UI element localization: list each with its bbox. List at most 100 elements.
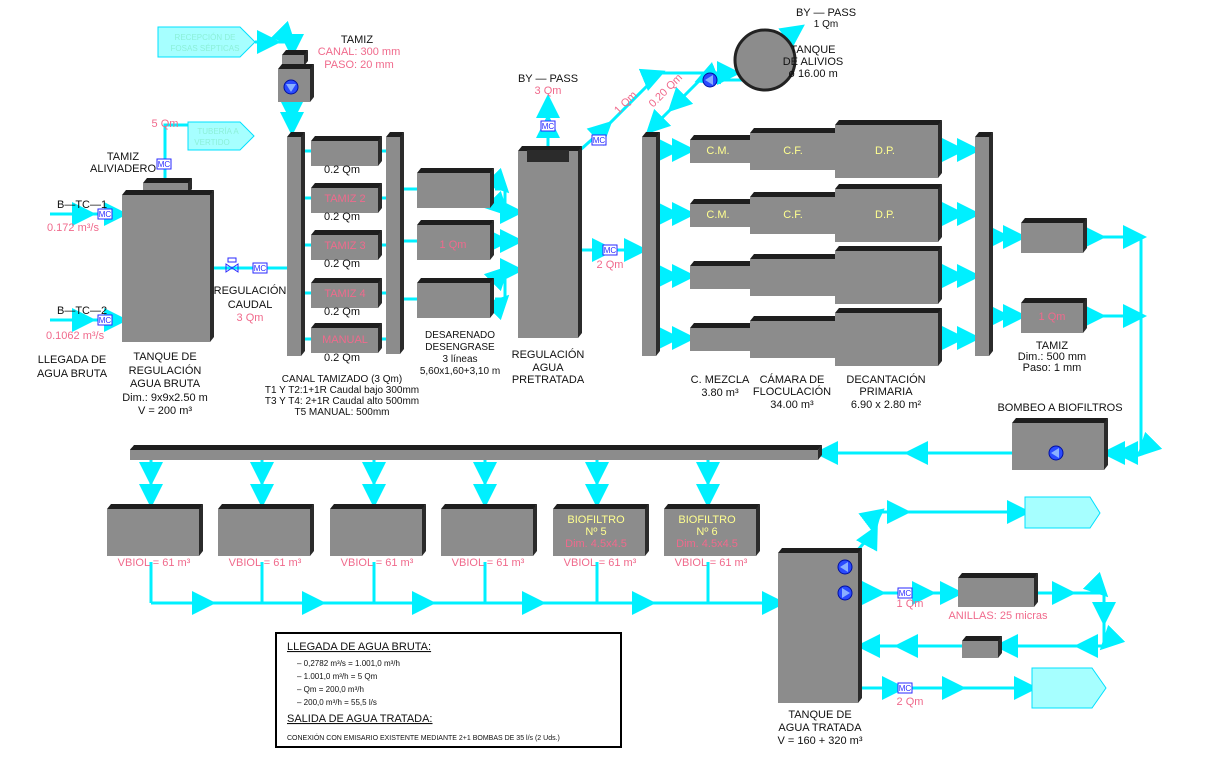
svg-text:MC: MC <box>542 122 555 131</box>
screen-unit-label: TAMIZ 2 <box>324 193 365 205</box>
fine-screen-2 <box>1021 298 1087 333</box>
cf-label: C.F. <box>783 209 803 221</box>
top-screen-canal: CANAL: 300 mm <box>318 46 401 58</box>
relief-l3: ø 16.00 m <box>788 68 838 80</box>
svg-text:MC: MC <box>899 589 912 598</box>
valve-icon <box>225 257 239 273</box>
raw-tank-dim: Dim.: 9x9x2.50 m <box>122 392 208 404</box>
legend-row-2: – 1.001,0 m³/h = 5 Qm <box>297 672 378 681</box>
primary-outlet-channel <box>975 132 993 356</box>
fine-screen-title: TAMIZ <box>1036 340 1068 352</box>
screen-unit-3 <box>311 230 382 260</box>
flow-meter-mc: MC <box>97 314 113 326</box>
fine-screen-flow: 1 Qm <box>1039 311 1066 323</box>
biofilter-2 <box>218 504 314 556</box>
small-unit <box>962 636 1002 658</box>
screen-unit-label: TAMIZ 4 <box>324 288 365 300</box>
pipe-treated-out-1 <box>843 500 1031 566</box>
cm-label: C.M. <box>706 145 729 157</box>
overflow-flow: 5 Qm <box>152 118 179 130</box>
screen-unit-flow: 0.2 Qm <box>324 258 360 270</box>
flocculation-chamber-4 <box>750 316 839 358</box>
equipment <box>107 50 1108 703</box>
floc-l3: 34.00 m³ <box>770 399 814 411</box>
screen-unit-label: MANUAL <box>322 334 368 346</box>
biofilter-5-l2: Nº 5 <box>585 526 606 538</box>
legend-row-4: – 200,0 m³/h = 55,5 l/s <box>297 698 377 707</box>
biofilter-volume: VBIOL = 61 m³ <box>675 557 748 569</box>
floc-l2: FLOCULACIÓN <box>753 385 831 398</box>
legend-heading-2: SALIDA DE AGUA TRATADA: <box>287 713 433 725</box>
svg-text:MC: MC <box>604 246 617 255</box>
treated-rings: ANILLAS: 25 micras <box>948 610 1048 622</box>
inlet-b2: B—TC—2 <box>57 305 107 317</box>
svg-text:MC: MC <box>254 264 267 273</box>
dp-label: D.P. <box>875 145 895 157</box>
raw-water-tank <box>122 190 214 342</box>
screen-unit-2 <box>311 183 382 213</box>
flow-meter-mc: MC <box>591 134 607 146</box>
flow-meter-mc: MC <box>156 158 172 170</box>
pipe-rings-loop <box>994 571 1126 658</box>
pipe-septic-to-screen <box>255 20 304 58</box>
fine-screen-dim: Dim.: 500 mm <box>1018 351 1086 363</box>
regulation-flow: 3 Qm <box>237 312 264 324</box>
svg-text:MC: MC <box>899 684 912 693</box>
primary-settler-3 <box>835 246 942 304</box>
pretreated-l2: AGUA <box>532 362 564 374</box>
screen-inlet-channel <box>287 132 305 356</box>
top-screen-title: TAMIZ <box>341 34 373 46</box>
treated-flow-2: 2 Qm <box>897 696 924 708</box>
raw-tank-l3: AGUA BRUTA <box>130 378 201 390</box>
legend-row-3: – Qm = 200,0 m³/h <box>297 685 364 694</box>
regulation-l1: REGULACIÓN <box>214 284 287 297</box>
screen-unit-label: TAMIZ 3 <box>324 240 365 252</box>
fine-screen-1 <box>1021 218 1087 253</box>
biofilter-pump-station <box>1012 418 1108 470</box>
raw-tank-l2: REGULACIÓN <box>129 364 202 377</box>
pretreated-tank <box>518 146 582 338</box>
relief-tank <box>733 28 797 92</box>
pretreated-bypass: BY — PASS <box>518 73 578 85</box>
biofilter-6-dim: Dim. 4.5x4.5 <box>676 538 738 550</box>
screen-note-3: T3 Y T4: 2+1R Caudal alto 500mm <box>265 396 419 407</box>
svg-text:MC: MC <box>158 160 171 169</box>
treated-l2: AGUA TRATADA <box>778 722 862 734</box>
grit-removal-line-3 <box>417 278 494 318</box>
mix-l2: 3.80 m³ <box>701 387 739 399</box>
pipe-right-riser <box>1101 237 1163 465</box>
primary-settler-1 <box>835 120 942 178</box>
cm-label: C.M. <box>706 209 729 221</box>
screen-unit-flow: 0.2 Qm <box>324 352 360 364</box>
biofilter-volume: VBIOL = 61 m³ <box>341 557 414 569</box>
grit-l4: 5,60x1,60+3,10 m <box>420 366 500 377</box>
fine-screen-paso: Paso: 1 mm <box>1023 362 1082 374</box>
primary-labels: C.M.C.F.D.P.C.M.C.F.D.P. <box>706 145 895 221</box>
screen-note-4: T5 MANUAL: 500mm <box>294 407 389 418</box>
inlet-title-2: AGUA BRUTA <box>37 368 108 380</box>
raw-tank-vol: V = 200 m³ <box>138 405 192 417</box>
inlet-title-1: LLEGADA DE <box>38 354 106 366</box>
pretreated-l1: REGULACIÓN <box>512 348 585 361</box>
floc-l1: CÁMARA DE <box>760 373 825 386</box>
pump-icon <box>1048 445 1064 461</box>
svg-text:MC: MC <box>593 136 606 145</box>
grit-mid-flow: 1 Qm <box>440 239 467 251</box>
flow-meter-mc: MC <box>897 682 913 694</box>
primary-inlet-channel <box>642 132 660 356</box>
raw-tank-l1: TANQUE DE <box>133 351 196 363</box>
outlet-shape-1 <box>1024 496 1101 529</box>
from-relief-flow: 0.20 Qm <box>647 72 685 110</box>
treated-flow-1: 1 Qm <box>897 598 924 610</box>
inlet-b1-flow: 0.172 m³/s <box>47 222 99 234</box>
flocculation-chamber-3 <box>750 254 839 296</box>
biofilter-3 <box>330 504 426 556</box>
pretreated-out-flow: 2 Qm <box>597 259 624 271</box>
discharge-label-1: TUBERÍA A <box>197 127 239 136</box>
septic-reception-shape <box>157 26 256 58</box>
biofilter-1 <box>107 504 203 556</box>
pipe-grit-out-0 <box>483 167 524 224</box>
dec-l1: DECANTACIÓN <box>846 373 925 386</box>
treated-water-tank <box>778 548 862 703</box>
